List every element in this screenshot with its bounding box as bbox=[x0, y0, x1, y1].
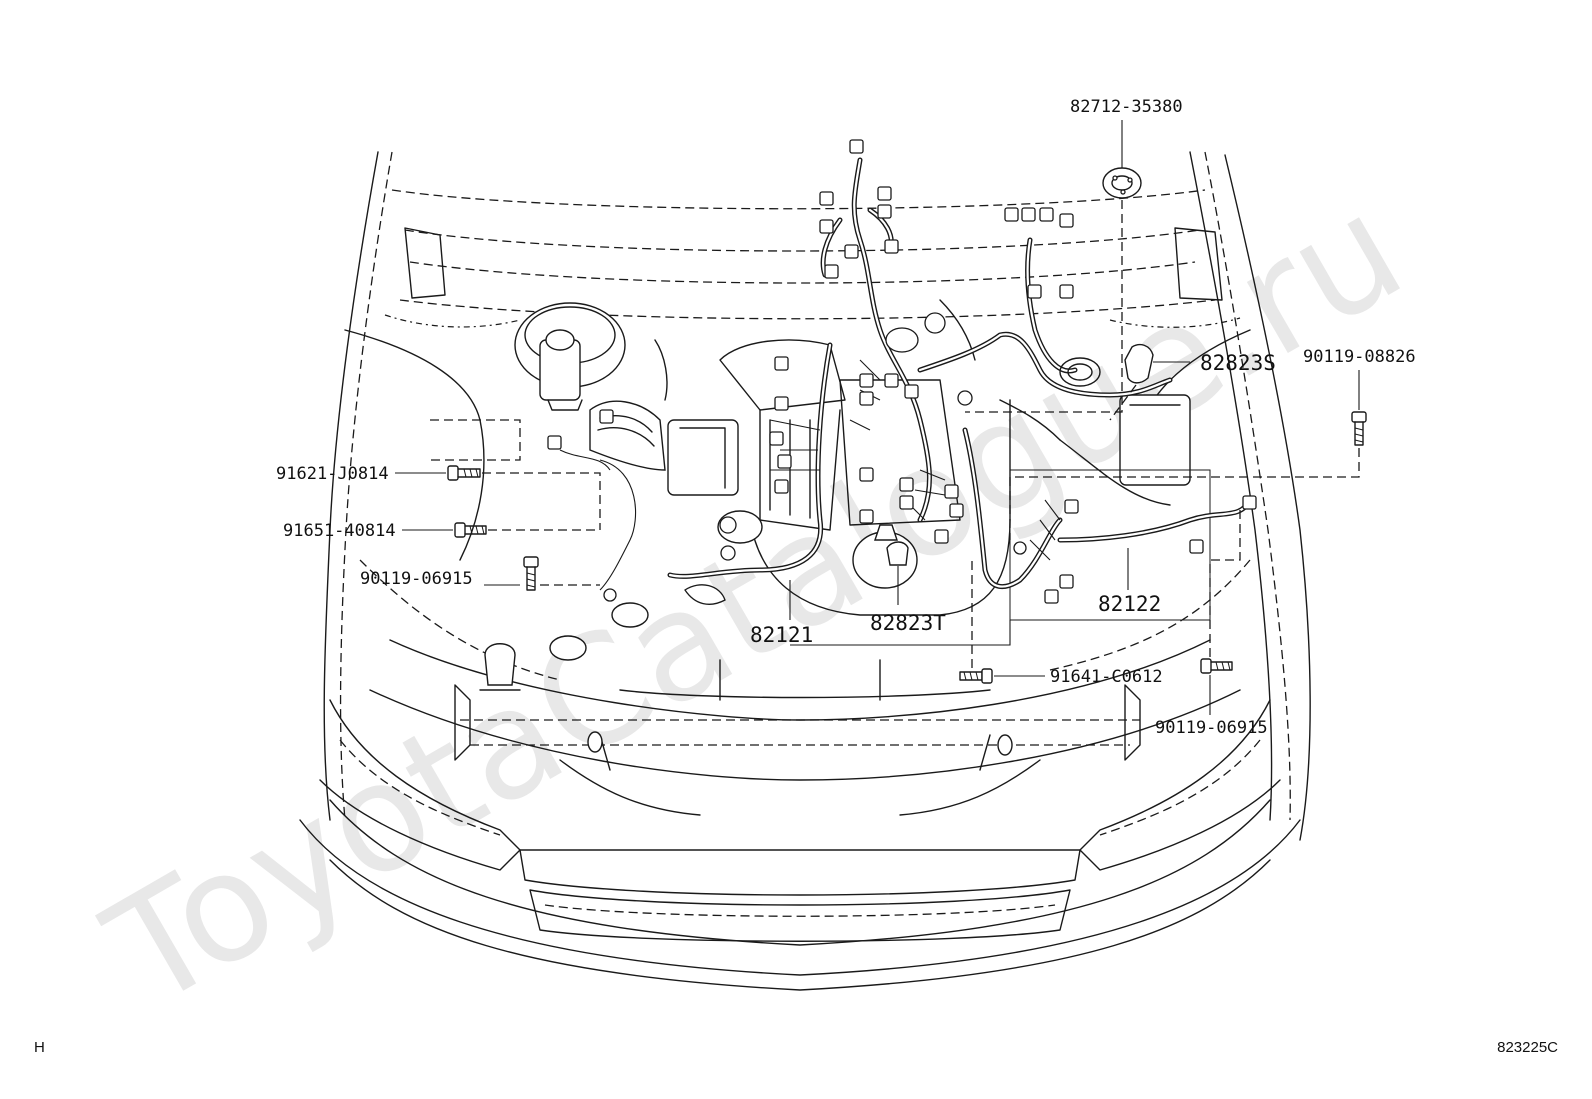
bolt-91621-J0814 bbox=[395, 465, 601, 530]
callout-91641-C0612: 91641-C0612 bbox=[1050, 667, 1163, 687]
bolt-91651-40814 bbox=[402, 522, 600, 538]
harness-connectors bbox=[547, 139, 1257, 605]
callout-90119-06915-right: 90119-06915 bbox=[1155, 718, 1268, 738]
bolt-90119-06915-left bbox=[484, 556, 600, 591]
engine-components bbox=[479, 299, 1211, 701]
grommet-82712-35380 bbox=[965, 120, 1142, 413]
clamp-82823T bbox=[886, 541, 909, 605]
callout-82823T: 82823T bbox=[870, 611, 946, 635]
footer-left-code: H bbox=[34, 1039, 45, 1056]
callout-91651-40814: 91651-40814 bbox=[283, 521, 396, 541]
callout-90119-06915-left: 90119-06915 bbox=[360, 569, 473, 589]
wire-harness-82121 bbox=[559, 157, 946, 591]
bolt-91641-C0612 bbox=[959, 560, 1045, 684]
callout-82823S: 82823S bbox=[1200, 351, 1276, 375]
callout-82121: 82121 bbox=[750, 623, 813, 647]
clamp-82823S bbox=[1109, 343, 1190, 421]
bolt-90119-08826 bbox=[1009, 370, 1367, 540]
callout-90119-08826: 90119-08826 bbox=[1303, 347, 1416, 367]
footer-right-code: 823225C bbox=[1497, 1039, 1558, 1056]
callout-91621-J0814: 91621-J0814 bbox=[276, 464, 389, 484]
vehicle-body-outline bbox=[299, 151, 1311, 991]
watermark: ToyotaCatalogue.ru bbox=[80, 162, 1430, 1042]
bolt-90119-06915-right bbox=[1200, 510, 1241, 715]
wire-harness-82122 bbox=[917, 237, 1253, 590]
leader-82121 bbox=[789, 580, 1011, 646]
callout-82122: 82122 bbox=[1098, 592, 1161, 616]
callout-82712-35380: 82712-35380 bbox=[1070, 97, 1183, 117]
